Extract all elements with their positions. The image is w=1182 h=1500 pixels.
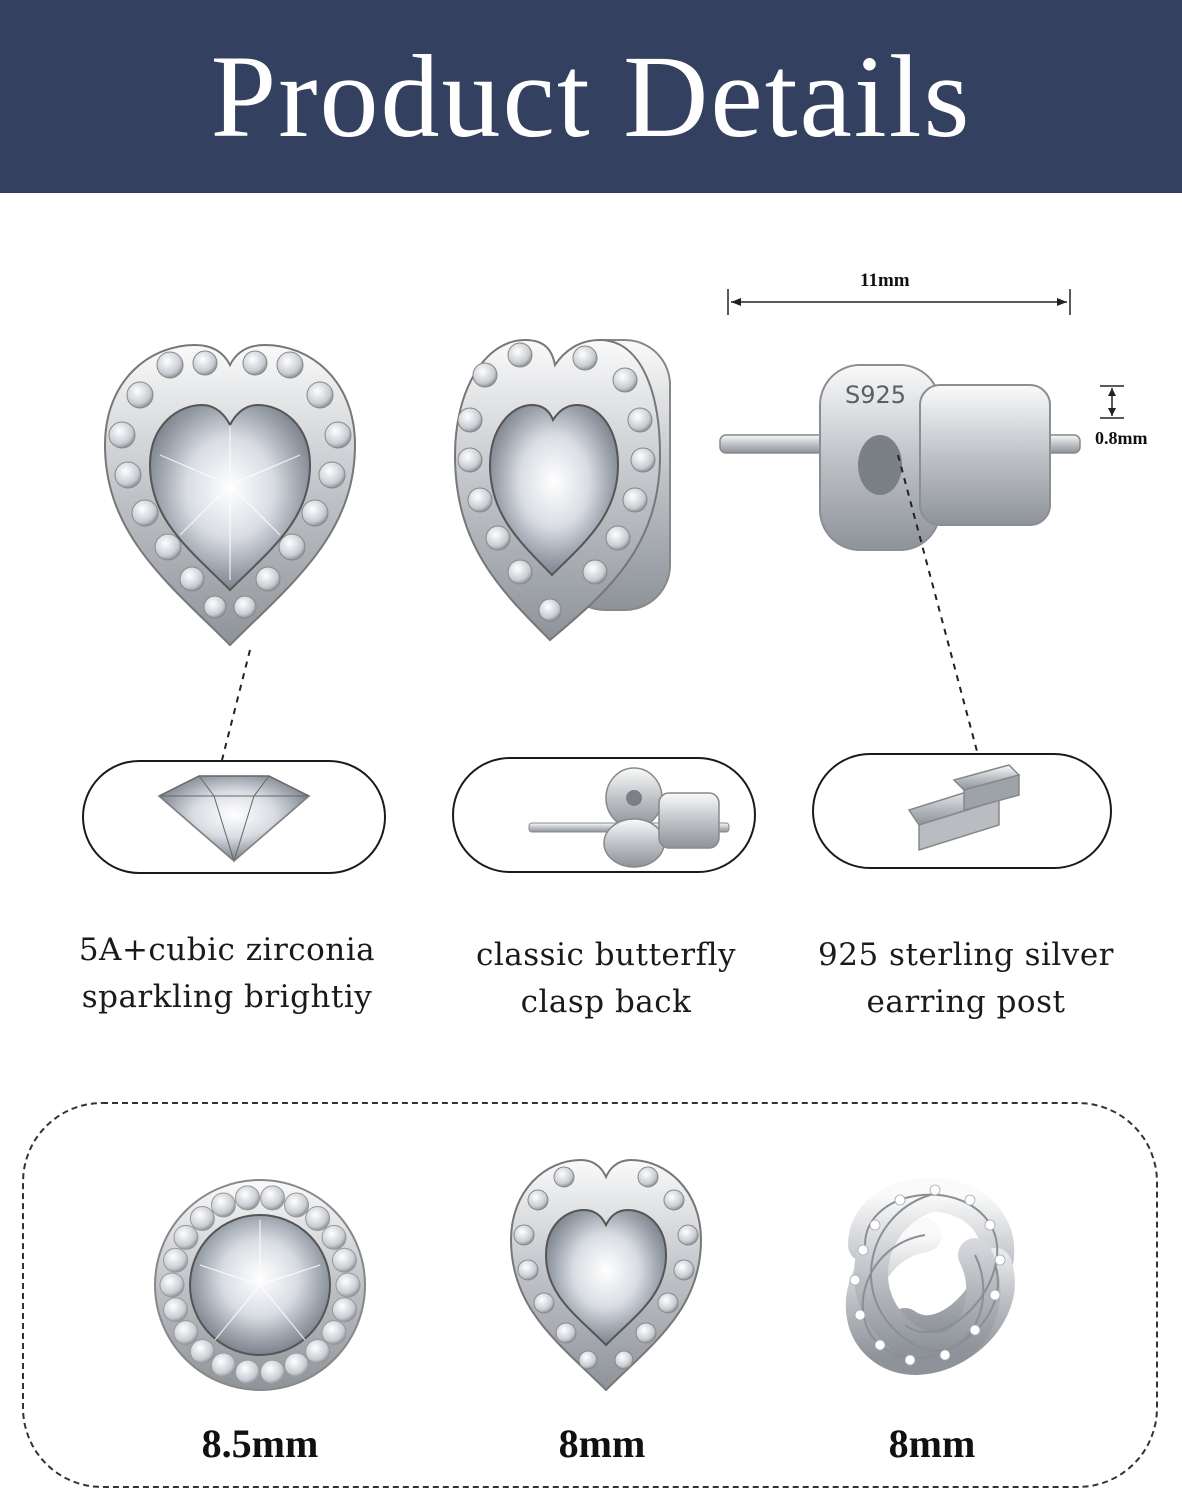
halo-stone	[234, 1359, 260, 1385]
halo-stone	[284, 1352, 310, 1378]
feature-pill-zirconia	[82, 760, 386, 874]
feature-caption-line: 925 sterling silver	[818, 937, 1114, 973]
feature-caption-line: earring post	[866, 984, 1066, 1020]
feature-pill-earring-post	[812, 753, 1112, 869]
heart-stud-front-image	[103, 343, 357, 647]
love-knot-stud-image	[845, 1177, 1015, 1375]
halo-stone	[210, 1192, 236, 1218]
leader-lines	[221, 454, 979, 761]
halo-stone	[321, 1224, 347, 1250]
s925-stamp: S925	[845, 381, 906, 409]
diamond-icon	[157, 775, 311, 863]
halo-stone	[284, 1192, 310, 1218]
feature-caption-line: classic butterfly	[476, 937, 736, 973]
earring-post-icon	[907, 764, 1021, 852]
halo-stone	[331, 1247, 357, 1273]
post-thickness-label: 0.8mm	[1095, 428, 1148, 448]
page-title: Product Details	[210, 30, 972, 162]
round-halo-stud-image	[154, 1179, 366, 1391]
halo-stone	[163, 1247, 189, 1273]
halo-stone	[331, 1297, 357, 1323]
halo-stone	[305, 1339, 331, 1365]
halo-stone	[173, 1224, 199, 1250]
heart-halo-stud-image	[509, 1158, 703, 1392]
halo-stone	[260, 1185, 286, 1211]
post-thickness-dimension-line	[1100, 385, 1124, 419]
halo-stone	[210, 1352, 236, 1378]
halo-stone	[335, 1272, 361, 1298]
size-label-knot: 8mm	[888, 1421, 976, 1466]
feature-caption-zirconia: 5A+cubic zirconia sparkling brightiy	[72, 927, 382, 1021]
width-dimension-line	[727, 289, 1071, 315]
halo-stone	[260, 1359, 286, 1385]
width-dimension-label: 11mm	[860, 270, 910, 291]
halo-stone	[173, 1320, 199, 1346]
halo-stone	[234, 1185, 260, 1211]
halo-stone	[159, 1272, 185, 1298]
feature-pill-butterfly-clasp	[452, 757, 756, 873]
halo-stone	[321, 1320, 347, 1346]
size-label-heart: 8mm	[558, 1421, 646, 1466]
halo-stone	[305, 1205, 331, 1231]
feature-caption-line: clasp back	[520, 984, 692, 1020]
size-options-panel	[22, 1102, 1158, 1488]
header-banner: Product Details	[0, 0, 1182, 193]
feature-caption-butterfly-clasp: classic butterfly clasp back	[456, 932, 756, 1026]
feature-caption-line: 5A+cubic zirconia	[78, 932, 376, 968]
feature-caption-line: sparkling brightiy	[81, 979, 373, 1015]
halo-stone	[189, 1339, 215, 1365]
halo-stone	[163, 1297, 189, 1323]
halo-stone	[189, 1205, 215, 1231]
heart-stud-side-image	[453, 338, 671, 642]
butterfly-clasp-icon	[528, 767, 730, 868]
size-label-round: 8.5mm	[201, 1421, 319, 1466]
feature-caption-earring-post: 925 sterling silver earring post	[810, 932, 1122, 1026]
